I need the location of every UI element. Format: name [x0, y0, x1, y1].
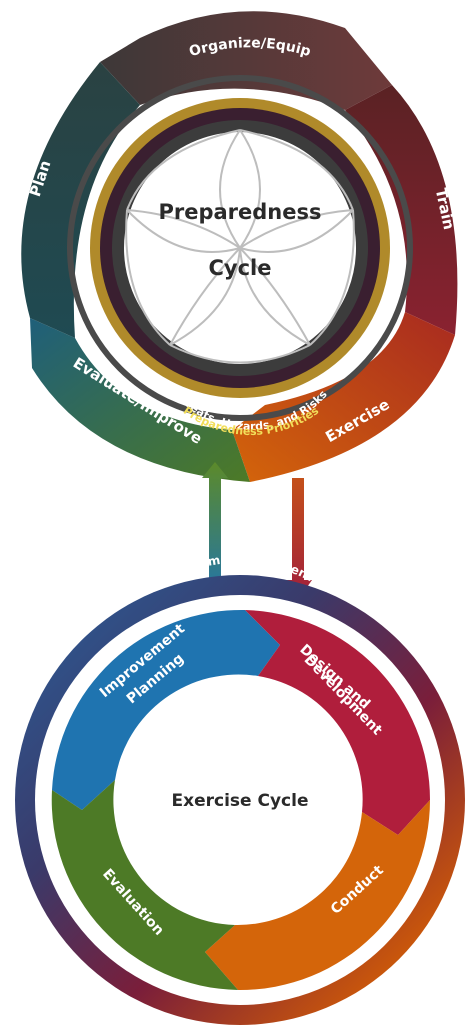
inner-ring-frame	[67, 75, 413, 421]
center-web-lines	[125, 129, 355, 364]
segment-plan	[21, 62, 140, 338]
exercise-cycle: Exercise Cycle Program Management Improv…	[15, 552, 465, 1025]
preparedness-title-line2: Cycle	[209, 256, 272, 280]
exercise-center-disk	[118, 678, 362, 922]
preparedness-title-line1: Preparedness	[158, 200, 321, 224]
connector-arrows	[202, 462, 312, 605]
segment-evaluate-improve	[30, 318, 250, 482]
down-arrow	[284, 478, 312, 600]
exercise-cycle-title: Exercise Cycle	[172, 791, 309, 811]
segment-exercise	[232, 312, 455, 482]
segment-conduct	[205, 800, 430, 991]
segment-organize-equip	[100, 11, 392, 110]
center-dark-ring	[112, 120, 368, 376]
segment-evaluation	[51, 780, 239, 990]
up-arrow	[202, 462, 228, 605]
segment-train	[345, 85, 458, 335]
segment-design-development	[245, 610, 431, 835]
preparedness-cycle: Preparedness Cycle Threats, Hazards, and…	[21, 11, 458, 482]
segment-improvement-planning	[52, 609, 280, 810]
